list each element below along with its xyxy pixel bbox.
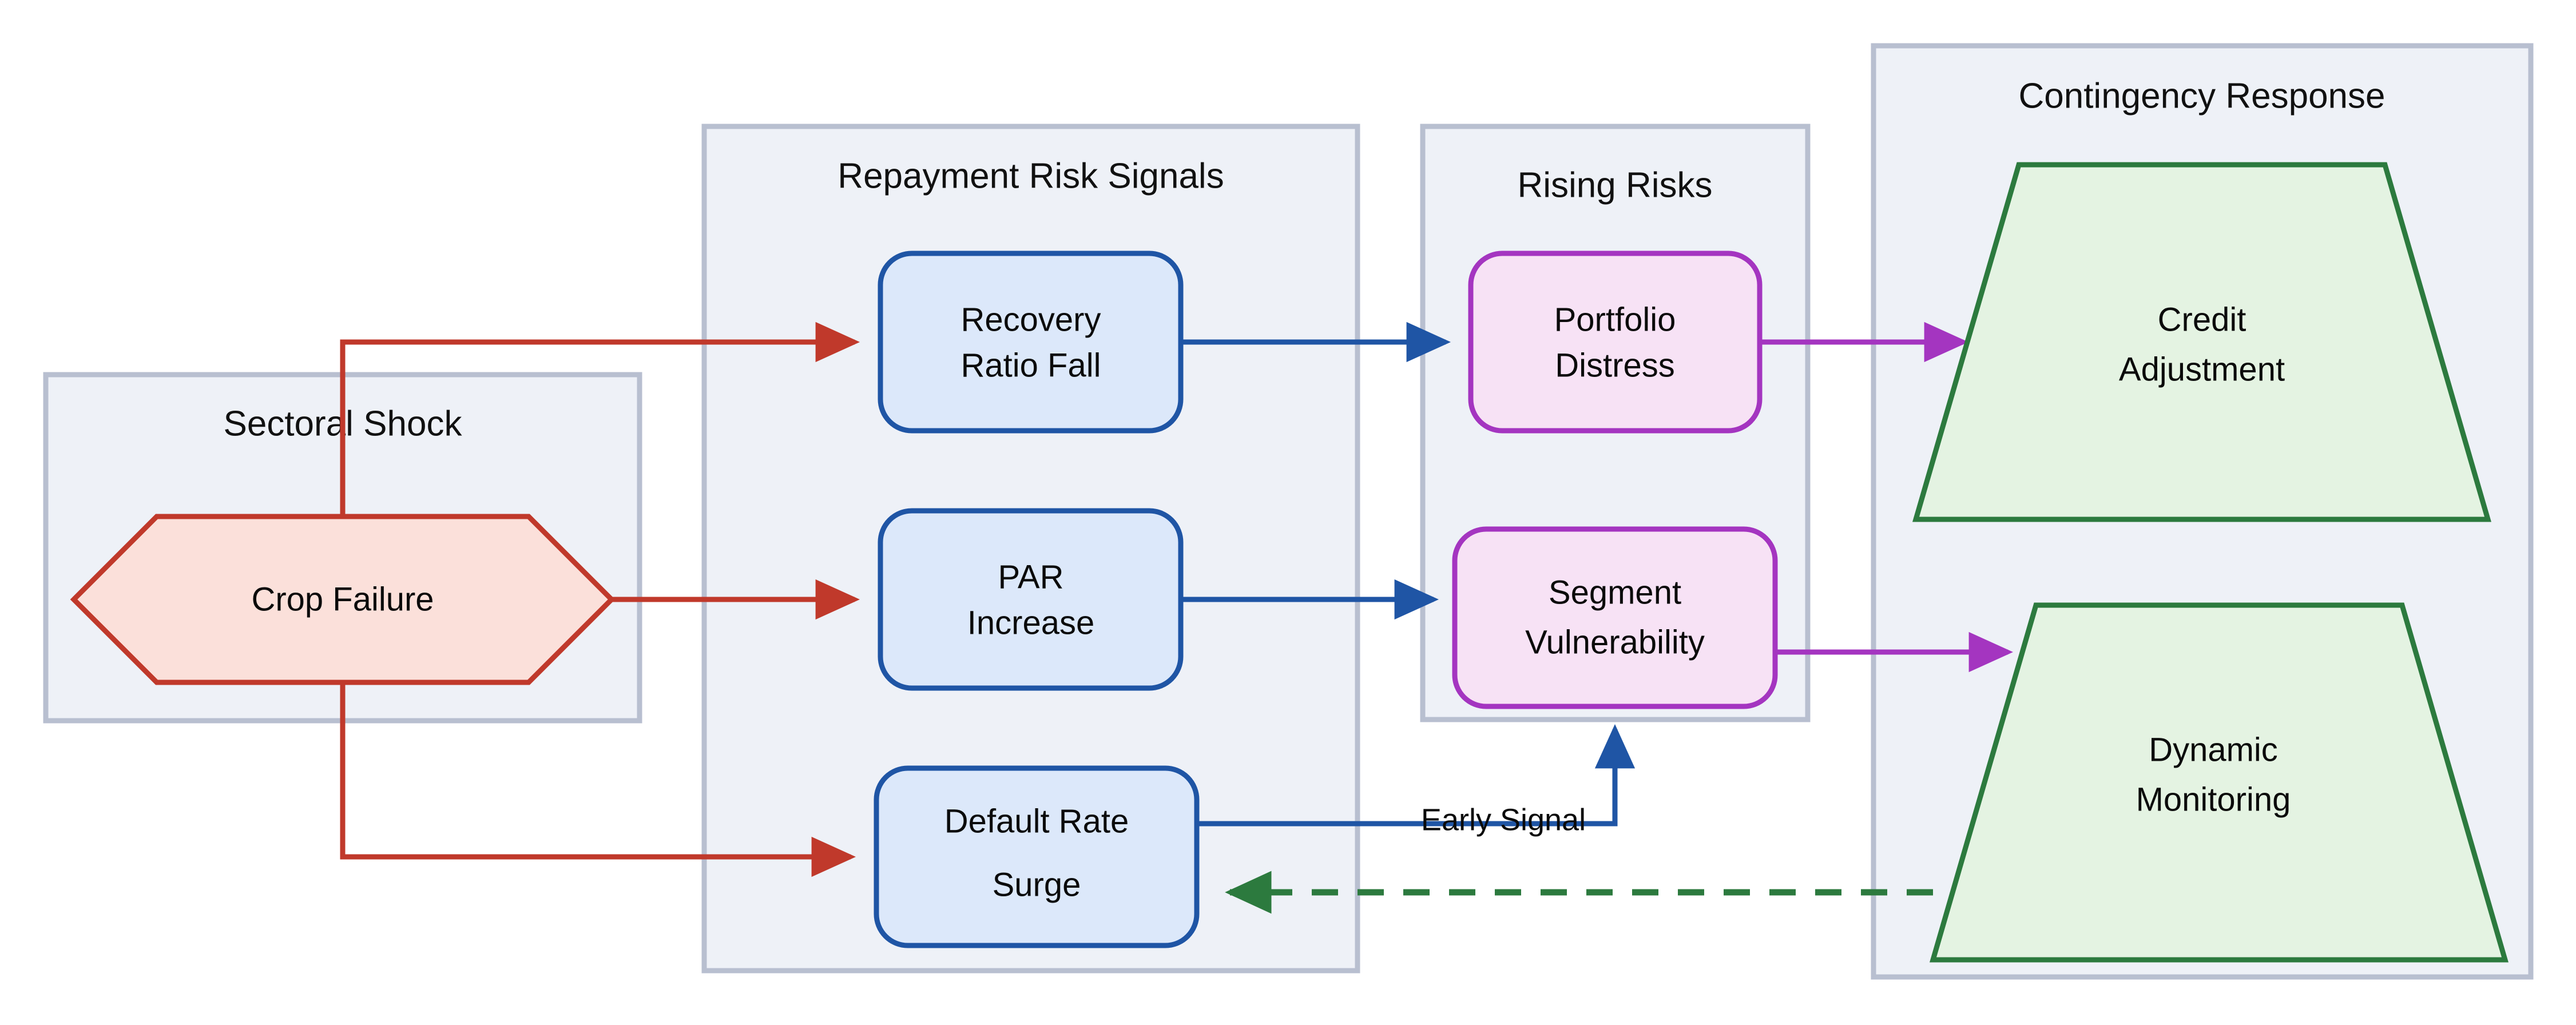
edge-crop-failure-to-recovery-ratio-fall [340, 321, 860, 517]
node-shape-par-increase[interactable] [878, 508, 1184, 691]
node-label-credit-adjustment-line1: Credit [2158, 301, 2246, 338]
node-label-dynamic-monitoring-line2: Monitoring [2136, 781, 2291, 818]
node-label-segment-vulnerability-line1: Segment [1549, 574, 1681, 611]
node-label-segment-vulnerability-line2: Vulnerability [1525, 623, 1705, 661]
edge-label-early-signal: Early Signal [1421, 802, 1586, 837]
node-label-par-increase-line1: PAR [998, 558, 1064, 595]
node-shape-segment-vulnerability[interactable] [1452, 526, 1778, 709]
cluster-title-repayment-risk-signals: Repayment Risk Signals [838, 156, 1224, 196]
node-dynamic-monitoring[interactable]: Dynamic Monitoring [1930, 602, 2508, 963]
node-label-par-increase-line2: Increase [967, 604, 1094, 641]
node-label-default-rate-surge-line2: Surge [993, 866, 1081, 903]
node-shape-dynamic-monitoring[interactable] [1930, 602, 2508, 963]
node-shape-default-rate-surge[interactable] [874, 765, 1200, 948]
node-crop-failure[interactable]: Crop Failure [70, 514, 616, 685]
node-credit-adjustment[interactable]: Credit Adjustment [1912, 162, 2491, 522]
node-label-credit-adjustment-line2: Adjustment [2119, 351, 2285, 388]
node-label-default-rate-surge-line1: Default Rate [944, 802, 1129, 840]
edge-crop-failure-to-default-rate-surge [340, 682, 856, 877]
node-par-increase[interactable]: PAR Increase [878, 508, 1184, 691]
cluster-title-rising-risks: Rising Risks [1517, 165, 1712, 205]
node-shape-credit-adjustment[interactable] [1912, 162, 2491, 522]
node-shape-recovery-ratio-fall[interactable] [878, 251, 1184, 434]
node-default-rate-surge[interactable]: Default Rate Surge [874, 765, 1200, 948]
node-recovery-ratio-fall[interactable]: Recovery Ratio Fall [878, 251, 1184, 434]
node-label-portfolio-distress-line1: Portfolio [1554, 301, 1676, 338]
node-label-recovery-ratio-fall-line1: Recovery [961, 301, 1101, 338]
node-shape-crop-failure[interactable] [70, 514, 616, 685]
node-shape-portfolio-distress[interactable] [1468, 251, 1763, 434]
node-portfolio-distress[interactable]: Portfolio Distress [1468, 251, 1763, 434]
node-segment-vulnerability[interactable]: Segment Vulnerability [1452, 526, 1778, 709]
node-label-crop-failure: Crop Failure [251, 581, 434, 618]
node-label-dynamic-monitoring-line1: Dynamic [2149, 731, 2278, 768]
cluster-title-contingency-response: Contingency Response [2018, 76, 2385, 116]
node-label-recovery-ratio-fall-line2: Ratio Fall [961, 347, 1101, 384]
edge-default-rate-surge-to-segment-vulnerability [1191, 724, 1636, 827]
node-label-portfolio-distress-line2: Distress [1555, 347, 1674, 384]
